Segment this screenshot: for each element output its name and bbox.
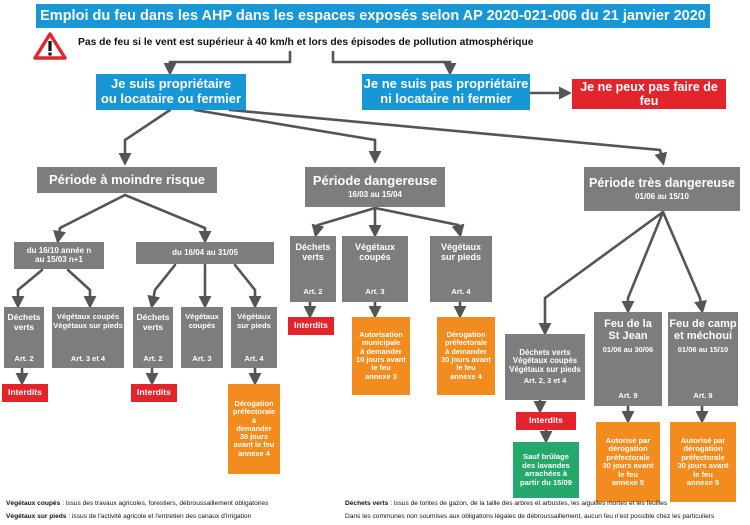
low-b-derogation: Dérogation préfectorale à demander 30 jo… xyxy=(228,384,280,474)
dangerous-autorisation-municipale: Autorisation municipale à demander 10 jo… xyxy=(352,317,410,395)
period-dangerous-title: Période dangereuse 16/03 au 15/04 xyxy=(305,167,445,207)
page-title-banner: Emploi du feu dans les AHP dans les espa… xyxy=(36,4,710,28)
very-dangerous-camp-derogation: Autorisé par dérogation préfectorale 30 … xyxy=(670,422,736,502)
period-very-dangerous-title: Période très dangereuse 01/06 au 15/10 xyxy=(584,167,740,211)
footnote-vegetaux-sur-pieds: Végétaux sur pieds : issus de l'activité… xyxy=(6,513,252,520)
very-dangerous-st-jean-derogation: Autorisé par dérogation préfectorale 30 … xyxy=(596,422,660,502)
very-dangerous-interdits: Interdits xyxy=(516,412,576,430)
low-b-interdits: Interdits xyxy=(131,384,177,402)
low-a-interdits: Interdits xyxy=(2,384,48,402)
footnote-vegetaux-coupes: Végétaux coupés : issus des travaux agri… xyxy=(6,500,269,507)
very-dangerous-waste: Déchets verts Végétaux coupés Végétaux s… xyxy=(505,334,585,400)
dangerous-interdits: Interdits xyxy=(288,317,334,335)
low-subperiod-b: du 16/04 au 31/05 xyxy=(136,242,274,264)
period-low-title: Période à moindre risque xyxy=(37,167,217,193)
warning-triangle-icon xyxy=(33,32,67,60)
dangerous-derogation: Dérogation préfectorale à demander 30 jo… xyxy=(437,317,495,395)
footnote-dechets-verts: Déchets verts : issus de tontes de gazon… xyxy=(345,500,668,507)
page-title: Emploi du feu dans les AHP dans les espa… xyxy=(40,7,706,24)
very-dangerous-lavandes-exception: Sauf brûlage des lavandes arrachées à pa… xyxy=(513,442,579,498)
owner-no-result: Je ne peux pas faire de feu xyxy=(572,79,726,109)
warning-text: Pas de feu si le vent est supérieur à 40… xyxy=(78,37,534,48)
footnote-communes: Dans les communes non soumises aux oblig… xyxy=(345,513,715,520)
